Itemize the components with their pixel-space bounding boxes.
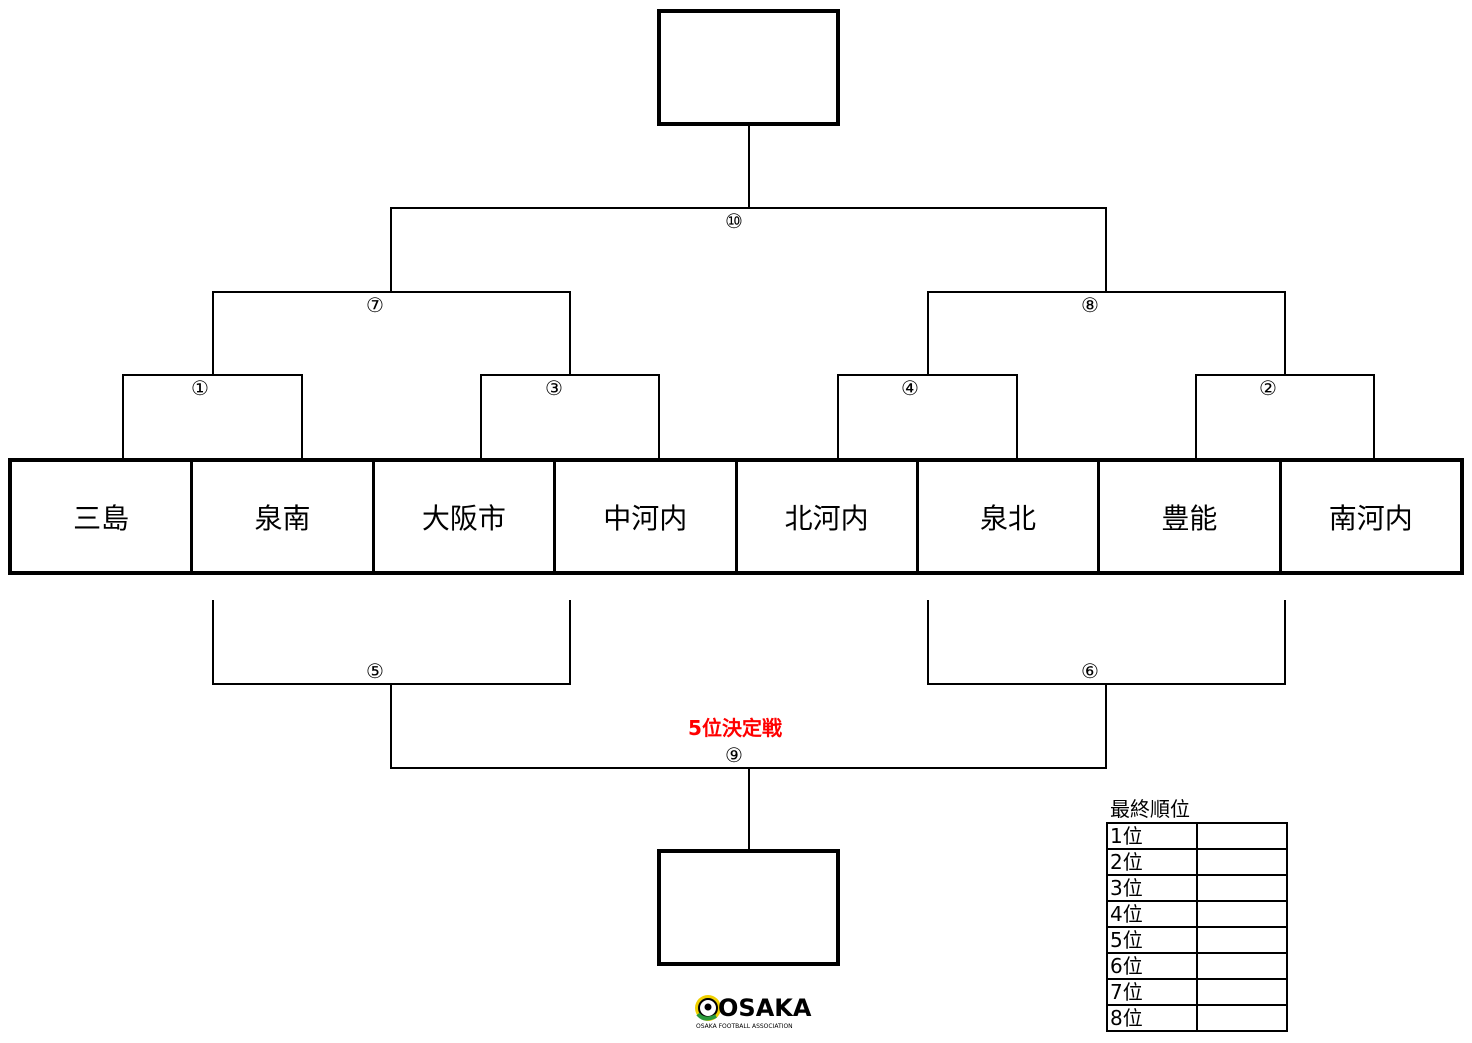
table-row: 7位 <box>1106 978 1288 1006</box>
rank-value <box>1196 874 1288 902</box>
table-row: 1位 <box>1106 822 1288 850</box>
team-cell: 南河内 <box>1278 462 1460 571</box>
match-label-1: ① <box>191 376 209 400</box>
rank-value <box>1196 1004 1288 1032</box>
rank-value <box>1196 822 1288 850</box>
rank-value <box>1196 978 1288 1006</box>
team-row: 三島 泉南 大阪市 中河内 北河内 泉北 豊能 南河内 <box>8 458 1464 575</box>
rank-label: 5位 <box>1106 926 1198 954</box>
team-cell: 泉南 <box>190 462 371 571</box>
match-label-4: ④ <box>901 376 919 400</box>
logo-subtext: OSAKA FOOTBALL ASSOCIATION <box>696 1023 793 1030</box>
match-label-5: ⑤ <box>366 659 384 683</box>
logo-text: OSAKA <box>718 994 812 1022</box>
team-cell: 中河内 <box>553 462 734 571</box>
champion-box <box>657 9 840 126</box>
rank-label: 6位 <box>1106 952 1198 980</box>
team-cell: 三島 <box>73 501 130 535</box>
team-cell: 大阪市 <box>371 462 553 571</box>
rank-value <box>1196 900 1288 928</box>
rank-value <box>1196 926 1288 954</box>
match-label-8: ⑧ <box>1081 293 1099 317</box>
match-label-6: ⑥ <box>1081 659 1099 683</box>
team-cell: 北河内 <box>734 462 916 571</box>
match-label-2: ② <box>1259 376 1277 400</box>
rank-value <box>1196 952 1288 980</box>
osaka-football-association-logo: OSAKA OSAKA FOOTBALL ASSOCIATION <box>695 994 812 1030</box>
table-row: 8位 <box>1106 1004 1288 1032</box>
match-label-3: ③ <box>545 376 563 400</box>
table-row: 6位 <box>1106 952 1288 980</box>
rank-label: 4位 <box>1106 900 1198 928</box>
final-ranking-title: 最終順位 <box>1110 797 1190 821</box>
match-label-7: ⑦ <box>366 293 384 317</box>
rank-value <box>1196 848 1288 876</box>
final-ranking-table: 1位 2位 3位 4位 5位 6位 7位 8位 <box>1106 822 1288 1032</box>
match-label-9: ⑨ <box>725 743 743 767</box>
rank-label: 7位 <box>1106 978 1198 1006</box>
table-row: 5位 <box>1106 926 1288 954</box>
team-cell: 泉北 <box>915 462 1097 571</box>
rank-label: 2位 <box>1106 848 1198 876</box>
fifth-place-match-label: 5位決定戦 <box>688 716 782 740</box>
fifth-place-winner-box <box>657 849 840 966</box>
team-cell: 豊能 <box>1097 462 1278 571</box>
rank-label: 8位 <box>1106 1004 1198 1032</box>
table-row: 4位 <box>1106 900 1288 928</box>
rank-label: 1位 <box>1106 822 1198 850</box>
table-row: 3位 <box>1106 874 1288 902</box>
rank-label: 3位 <box>1106 874 1198 902</box>
match-label-10: ⑩ <box>725 209 743 233</box>
table-row: 2位 <box>1106 848 1288 876</box>
